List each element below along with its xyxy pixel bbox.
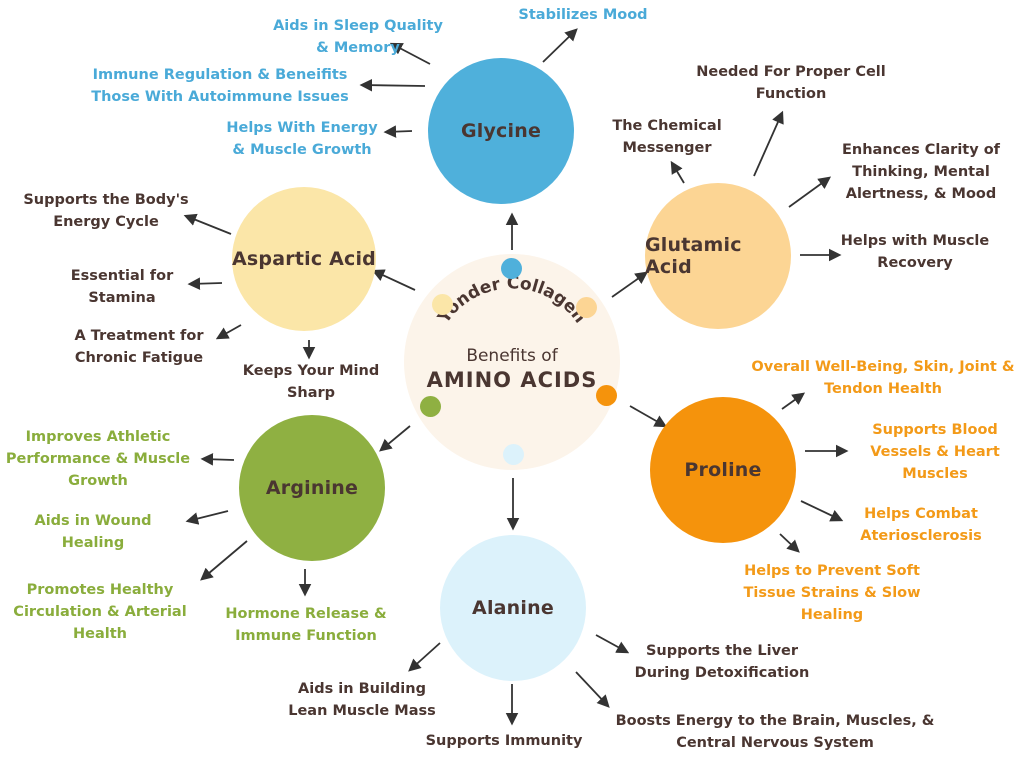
node-aspartic-acid: Aspartic Acid — [232, 187, 376, 331]
brand-arc: Yonder Collagen — [434, 273, 590, 328]
benefit-glutamic-recovery: Helps with Muscle Recovery — [840, 233, 990, 271]
benefit-alanine-muscle: Aids in Building Lean Muscle Mass — [288, 681, 436, 719]
benefit-arginine-wound: Aids in Wound Healing — [34, 513, 152, 551]
benefit-glycine-mood: Stabilizes Mood — [518, 7, 648, 23]
svg-text:Yonder Collagen: Yonder Collagen — [434, 273, 590, 328]
benefit-aspartic-mind: Keeps Your Mind Sharp — [242, 363, 380, 401]
arrow-proline-ateriosclerosis — [800, 500, 844, 522]
arrow-center-to-aspartic — [371, 269, 416, 291]
dot-proline — [596, 385, 617, 406]
node-glutamic-acid-label: Glutamic Acid — [645, 234, 742, 278]
arrow-proline-wellbeing — [781, 392, 806, 410]
arrow-glutamic-messenger — [670, 160, 685, 184]
dot-arginine — [420, 396, 441, 417]
arrow-alanine-energy — [575, 671, 610, 708]
benefit-arginine-athletic: Improves Athletic Performance & Muscle G… — [5, 429, 191, 489]
arrow-glutamic-clarity — [788, 176, 832, 208]
arrow-center-to-proline — [629, 405, 668, 428]
arrow-aspartic-fatigue — [215, 324, 242, 340]
dot-glutamic — [576, 297, 597, 318]
arrow-glycine-energy — [383, 125, 413, 138]
benefit-proline-ateriosclerosis: Helps Combat Ateriosclerosis — [860, 506, 982, 544]
node-glycine-label: Glycine — [460, 120, 542, 142]
benefit-proline-strains: Helps to Prevent Soft Tissue Strains & S… — [743, 563, 921, 623]
benefit-glycine-immune: Immune Regulation & Beneifits Those With… — [91, 67, 349, 105]
arrow-glycine-immune — [359, 78, 426, 92]
node-glycine: Glycine — [428, 58, 574, 204]
arrow-aspartic-stamina — [187, 277, 223, 290]
node-aspartic-acid-label: Aspartic Acid — [232, 248, 376, 270]
arrow-center-to-glutamic — [611, 271, 649, 298]
benefit-glutamic-messenger: The Chemical Messenger — [612, 118, 722, 156]
center-title: AMINO ACIDS — [426, 368, 598, 392]
benefit-alanine-energy: Boosts Energy to the Brain, Muscles, & C… — [615, 713, 935, 751]
benefit-aspartic-energy: Supports the Body's Energy Cycle — [23, 192, 189, 230]
center-hub: Yonder Collagen Benefits of AMINO ACIDS — [404, 254, 620, 470]
node-alanine: Alanine — [440, 535, 586, 681]
node-arginine-label: Arginine — [265, 477, 359, 499]
benefit-glutamic-clarity: Enhances Clarity of Thinking, Mental Ale… — [842, 142, 1000, 202]
benefit-alanine-immunity: Supports Immunity — [425, 733, 583, 749]
arrow-glycine-mood — [542, 28, 578, 63]
node-alanine-label: Alanine — [472, 597, 554, 619]
node-arginine: Arginine — [239, 415, 385, 561]
center-subtitle: Benefits of — [466, 346, 558, 366]
arrow-glutamic-cell — [753, 110, 784, 177]
dot-aspartic — [432, 294, 453, 315]
benefit-glycine-sleep: Aids in Sleep Quality & Memory — [273, 18, 443, 56]
dot-glycine — [501, 258, 522, 279]
benefit-arginine-hormone: Hormone Release & Immune Function — [225, 606, 387, 644]
benefit-alanine-liver: Supports the Liver During Detoxification — [634, 643, 810, 681]
arrow-alanine-muscle — [408, 642, 441, 672]
benefit-aspartic-fatigue: A Treatment for Chronic Fatigue — [74, 328, 204, 366]
benefit-arginine-circulation: Promotes Healthy Circulation & Arterial … — [13, 582, 187, 642]
benefit-proline-wellbeing: Overall Well-Being, Skin, Joint & Tendon… — [751, 359, 1015, 397]
node-glutamic-acid: Glutamic Acid — [645, 183, 791, 329]
arrow-center-to-arginine — [379, 425, 411, 452]
brand-name: Yonder Collagen — [434, 273, 590, 328]
benefit-aspartic-stamina: Essential for Stamina — [70, 268, 174, 306]
benefit-proline-vessels: Supports Blood Vessels & Heart Muscles — [870, 422, 1000, 482]
arrow-alanine-liver — [595, 634, 630, 654]
arrow-aspartic-energy — [183, 213, 232, 235]
dot-alanine — [503, 444, 524, 465]
arrow-arginine-wound — [185, 510, 229, 525]
arrow-proline-strains — [779, 533, 800, 553]
node-proline-label: Proline — [684, 459, 762, 481]
arrow-glycine-sleep — [389, 42, 431, 65]
benefit-glycine-energy: Helps With Energy & Muscle Growth — [226, 120, 378, 158]
arrow-arginine-athletic — [200, 453, 235, 466]
node-proline: Proline — [650, 397, 796, 543]
arrow-arginine-circulation — [200, 540, 248, 581]
benefit-glutamic-cell: Needed For Proper Cell Function — [696, 64, 886, 102]
